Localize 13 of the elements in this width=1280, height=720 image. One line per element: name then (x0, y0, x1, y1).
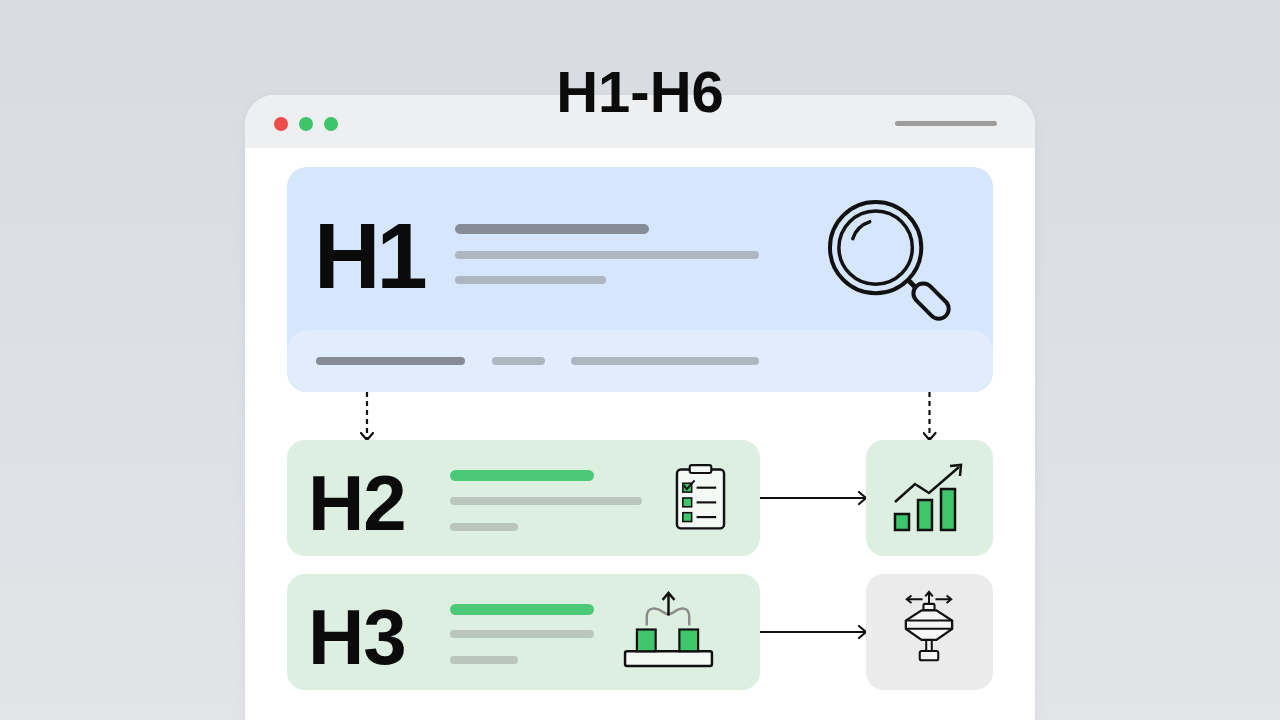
heading-card (287, 574, 760, 690)
heading-card (287, 167, 993, 392)
arrow (760, 624, 868, 640)
heading-text: H1 (314, 210, 424, 302)
icon-card (866, 440, 993, 556)
heading-text: H2 (308, 464, 406, 542)
dashed-arrow (359, 392, 375, 442)
icon-card (866, 574, 993, 690)
arrow (760, 490, 868, 506)
heading-card (287, 440, 760, 556)
dashed-arrow (922, 392, 937, 442)
diagram-title: H1-H6 (556, 63, 724, 121)
heading-text: H3 (308, 598, 406, 676)
